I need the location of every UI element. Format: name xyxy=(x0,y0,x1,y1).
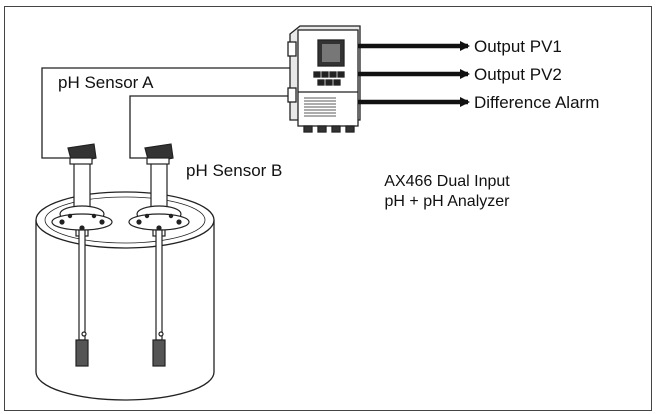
ph-sensor-b-label: pH Sensor B xyxy=(186,161,283,180)
ph-sensor-b xyxy=(128,143,190,367)
output-pv1-label: Output PV1 xyxy=(474,37,562,56)
analyzer-caption-line2: pH + pH Analyzer xyxy=(384,193,510,210)
analyzer-caption: AX466 Dual Input pH + pH Analyzer xyxy=(362,172,532,212)
output-arrows xyxy=(358,41,470,107)
ax466-analyzer xyxy=(287,25,361,133)
difference-alarm-label: Difference Alarm xyxy=(474,93,600,112)
ph-sensor-a xyxy=(51,143,113,367)
ph-sensor-a-label: pH Sensor A xyxy=(58,73,154,92)
analyzer-caption-line1: AX466 Dual Input xyxy=(384,173,510,190)
sensor-cables xyxy=(41,67,290,159)
output-pv2-label: Output PV2 xyxy=(474,65,562,84)
